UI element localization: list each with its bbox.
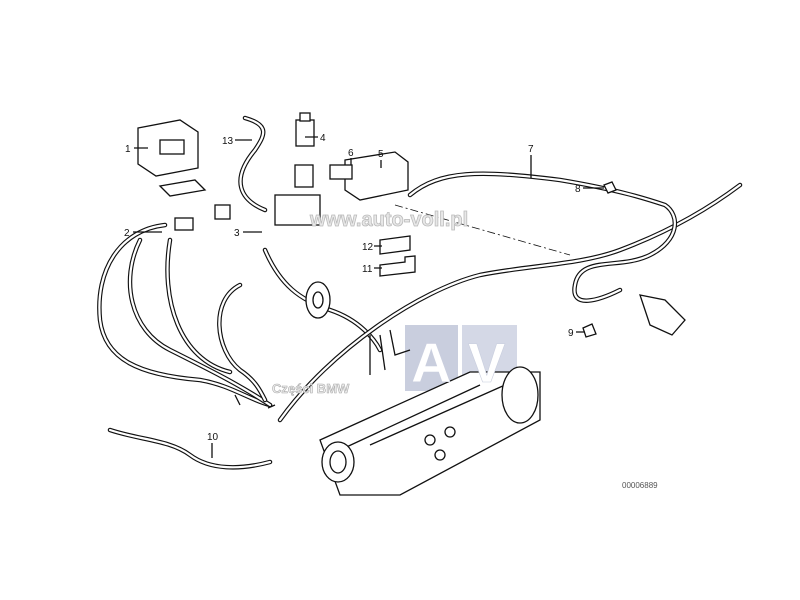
label-13: 13 (222, 136, 234, 147)
leader-lines (133, 136, 604, 458)
logo-letter-a: A (411, 331, 451, 394)
logo-letter-v: V (468, 331, 505, 394)
logo-block-a (405, 325, 458, 391)
label-8: 8 (575, 184, 581, 195)
av-logo (405, 325, 517, 391)
part-brackets (379, 235, 416, 277)
part-grommet (305, 281, 331, 319)
part-heater (319, 366, 541, 496)
label-10: 10 (207, 432, 219, 443)
part-sensor (639, 294, 686, 336)
label-4: 4 (320, 133, 326, 144)
av-logo-letters: A V (411, 331, 506, 395)
part-connector-block (174, 164, 321, 231)
part-clip (582, 181, 617, 338)
label-7: 7 (528, 144, 534, 155)
label-2: 2 (124, 228, 130, 239)
label-3: 3 (234, 228, 240, 239)
cables (97, 115, 743, 470)
label-1: 1 (125, 144, 131, 155)
label-12: 12 (362, 242, 374, 253)
label-9: 9 (568, 328, 574, 339)
reference-line (394, 204, 571, 256)
watermark-url: www.auto-voll.pl (309, 209, 468, 231)
callout-labels: 1 2 3 4 5 6 7 8 9 10 11 12 13 (124, 133, 581, 443)
watermark-caption: Części BMW (272, 381, 350, 396)
label-6: 6 (348, 148, 354, 159)
part-control-unit (137, 119, 207, 197)
label-5: 5 (378, 149, 384, 160)
part-fuse-box (329, 151, 409, 201)
part-relay (295, 112, 315, 147)
label-11: 11 (362, 264, 373, 275)
drawing-code: 00006889 (622, 481, 658, 490)
